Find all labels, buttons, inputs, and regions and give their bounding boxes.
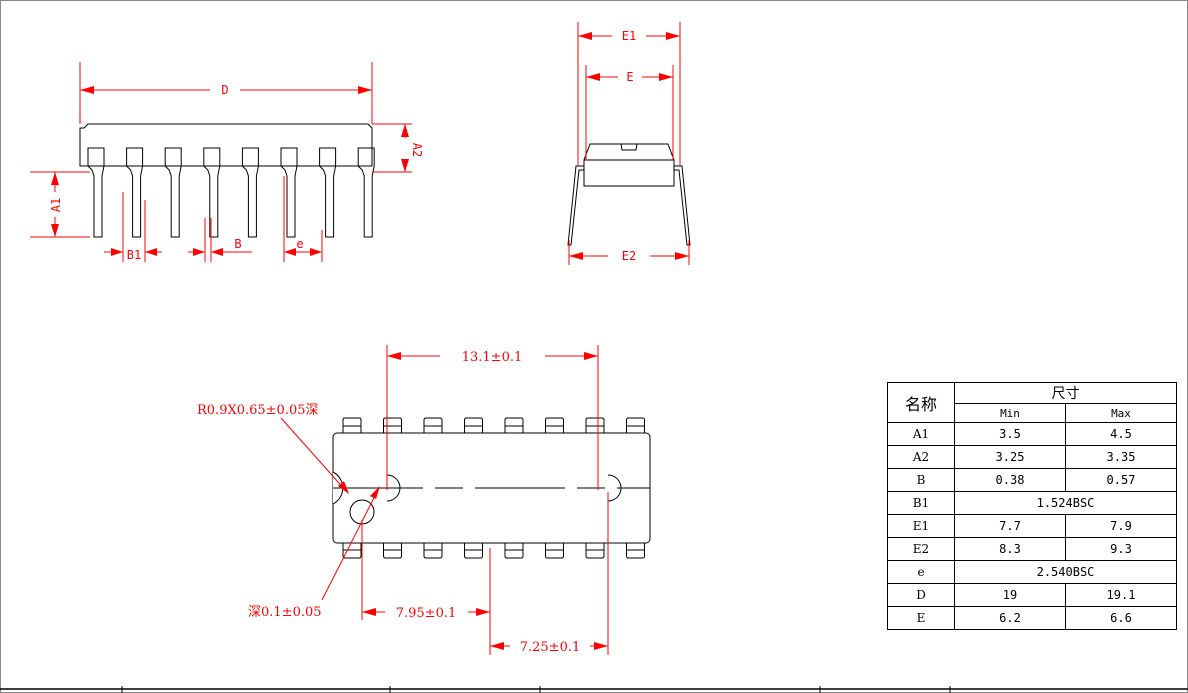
top-mark-left [386, 474, 401, 502]
spec-name: A1 [887, 422, 955, 446]
side-lead [87, 147, 105, 238]
name-header: 名称 [887, 382, 955, 423]
spec-min: 19 [954, 583, 1066, 607]
dim-depth: 深0.1±0.05 [248, 605, 322, 620]
min-header: Min [954, 403, 1066, 423]
end-notch [620, 143, 638, 151]
top-view: 13.1±0.1 R0.9X0.65±0.05深 深0.1±0.05 7.95±… [197, 345, 651, 655]
spec-max: 0.57 [1065, 468, 1177, 492]
side-lead [319, 147, 337, 238]
spec-span-value: 2.540BSC [954, 560, 1177, 584]
top-lead-upper [464, 417, 483, 434]
label-B: B [234, 237, 241, 251]
top-lead-lower [504, 542, 524, 559]
spec-max: 19.1 [1065, 583, 1177, 607]
dim-notch: R0.9X0.65±0.05深 [197, 403, 319, 418]
spec-min: 3.5 [954, 422, 1066, 446]
label-D: D [221, 83, 228, 97]
side-lead [280, 147, 298, 238]
spec-max: 4.5 [1065, 422, 1177, 446]
spec-name: E [887, 606, 955, 630]
side-lead [241, 147, 259, 238]
dim-length: 13.1±0.1 [462, 350, 523, 365]
end-lead-right [674, 165, 691, 246]
top-lead-upper [423, 417, 443, 434]
label-e: e [296, 237, 303, 251]
top-lead-upper [383, 417, 402, 434]
label-E2: E2 [622, 249, 636, 263]
spec-name: E2 [887, 537, 955, 561]
spec-min: 6.2 [954, 606, 1066, 630]
spec-name: D [887, 583, 955, 607]
spec-name: B1 [887, 491, 955, 515]
spec-name: e [887, 560, 955, 584]
spec-name: A2 [887, 445, 955, 469]
spec-min: 3.25 [954, 445, 1066, 469]
top-lead-lower [342, 542, 362, 559]
top-lead-upper [342, 417, 362, 434]
spec-max: 6.6 [1065, 606, 1177, 630]
end-lead-left [567, 165, 584, 246]
end-view: E1 E E2 [567, 22, 691, 265]
side-lead [357, 147, 375, 238]
label-A1: A1 [49, 198, 63, 212]
side-leads [87, 147, 375, 238]
spec-min: 7.7 [954, 514, 1066, 538]
max-header: Max [1065, 403, 1177, 423]
dim-b: 7.25±0.1 [520, 640, 581, 655]
spec-name: B [887, 468, 955, 492]
spec-min: 0.38 [954, 468, 1066, 492]
top-leads [342, 417, 645, 559]
label-A2: A2 [410, 143, 424, 157]
side-view: D A2 A1 B1 B e [30, 62, 424, 262]
label-E: E [626, 70, 633, 84]
spec-span-value: 1.524BSC [954, 491, 1177, 515]
spec-max: 9.3 [1065, 537, 1177, 561]
spec-max: 7.9 [1065, 514, 1177, 538]
label-E1: E1 [622, 29, 636, 43]
spec-min: 8.3 [954, 537, 1066, 561]
label-B1: B1 [127, 248, 141, 262]
spec-name: E1 [887, 514, 955, 538]
side-lead [126, 147, 144, 238]
spec-max: 3.35 [1065, 445, 1177, 469]
top-lead-lower [383, 542, 402, 559]
side-lead [203, 147, 221, 238]
top-lead-lower [464, 542, 483, 559]
top-mark-right [607, 474, 622, 502]
top-lead-lower [585, 542, 605, 559]
top-lead-lower [545, 542, 564, 559]
dim-a: 7.95±0.1 [396, 606, 457, 621]
size-header: 尺寸 [954, 382, 1177, 404]
side-body [79, 123, 373, 167]
top-lead-lower [626, 542, 645, 559]
top-lead-upper [585, 417, 605, 434]
side-lead [164, 147, 182, 238]
top-lead-upper [626, 417, 645, 434]
top-lead-lower [423, 542, 443, 559]
top-lead-upper [545, 417, 564, 434]
top-lead-upper [504, 417, 524, 434]
